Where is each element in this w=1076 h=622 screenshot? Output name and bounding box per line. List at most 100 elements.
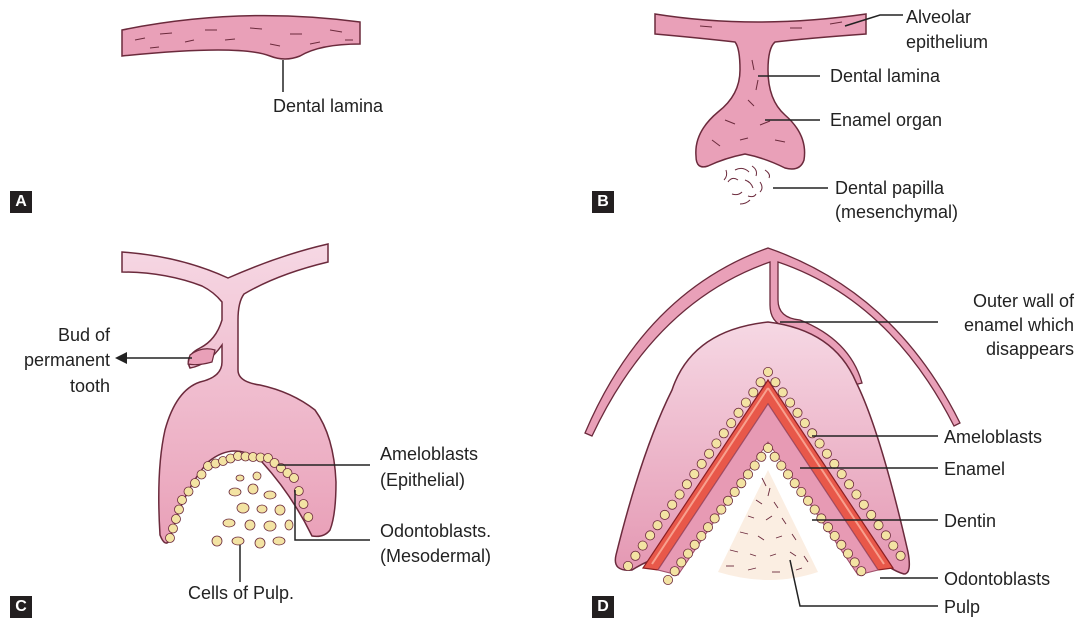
ameloblast-cell <box>896 551 905 560</box>
ameloblast-cell <box>191 479 200 488</box>
ameloblast-cell <box>859 500 868 509</box>
ameloblast-cell <box>727 419 736 428</box>
odontoblast-cell <box>857 567 866 576</box>
odontoblast-cell <box>743 470 752 479</box>
odontoblast-cell <box>757 452 766 461</box>
ameloblast-cell <box>705 449 714 458</box>
ameloblast-cell <box>881 531 890 540</box>
ameloblast-cell <box>815 439 824 448</box>
odontoblast-cell <box>770 452 779 461</box>
odontoblast-cell <box>803 496 812 505</box>
panel-letter-c: C <box>10 596 32 618</box>
ameloblast-cell <box>778 388 787 397</box>
ameloblast-cell <box>763 367 772 376</box>
label-b-papilla-1: Dental papilla <box>835 177 944 199</box>
ameloblast-cell <box>712 439 721 448</box>
label-c-odontoblasts-2: (Mesodermal) <box>380 545 491 567</box>
odontoblast-cell <box>837 540 846 549</box>
ameloblast-cell <box>623 561 632 570</box>
dental-papilla-b <box>724 166 770 204</box>
ameloblast-cell <box>786 398 795 407</box>
label-c-bud-1: Bud of <box>10 324 110 346</box>
label-c-pulp: Cells of Pulp. <box>188 582 294 604</box>
odontoblast-cell <box>703 523 712 532</box>
ameloblast-cell <box>290 474 299 483</box>
ameloblast-cell <box>299 500 308 509</box>
odontoblast-cell <box>670 567 679 576</box>
ameloblast-cell <box>675 490 684 499</box>
odontoblast-cell <box>830 531 839 540</box>
odontoblast-cell <box>750 461 759 470</box>
odontoblast-cell <box>663 575 672 584</box>
ameloblast-cell <box>660 510 669 519</box>
label-b-alveolar-2: epithelium <box>906 31 988 53</box>
ameloblast-cell <box>172 515 181 524</box>
label-b-papilla-2: (mesenchymal) <box>835 201 958 223</box>
ameloblast-cell <box>734 408 743 417</box>
label-d-odontoblasts: Odontoblasts <box>944 568 1050 590</box>
ameloblast-cell <box>830 459 839 468</box>
odontoblast-cell <box>690 540 699 549</box>
label-d-dentin: Dentin <box>944 510 996 532</box>
odontoblast-cell <box>710 514 719 523</box>
odontoblast-cell <box>677 558 686 567</box>
odontoblast-cell <box>790 479 799 488</box>
odontoblast-cell <box>717 505 726 514</box>
panel-d-drawing <box>585 248 960 606</box>
panel-letter-b: B <box>592 191 614 213</box>
label-c-odontoblasts-1: Odontoblasts. <box>380 520 491 542</box>
ameloblast-cell <box>845 480 854 489</box>
ameloblast-cell <box>822 449 831 458</box>
ameloblast-cell <box>175 505 184 514</box>
ameloblast-cell <box>184 487 193 496</box>
odontoblast-cell <box>683 549 692 558</box>
ameloblast-cell <box>749 388 758 397</box>
odontoblast-cell <box>783 470 792 479</box>
label-d-enamel: Enamel <box>944 458 1005 480</box>
ameloblast-cell <box>719 429 728 438</box>
label-c-ameloblasts-1: Ameloblasts <box>380 443 478 465</box>
odontoblast-cell <box>850 558 859 567</box>
ameloblast-cell <box>668 500 677 509</box>
label-d-ameloblasts: Ameloblasts <box>944 426 1042 448</box>
ameloblast-cell <box>178 496 187 505</box>
ameloblast-cell <box>793 408 802 417</box>
ameloblast-cell <box>197 470 206 479</box>
ameloblast-cell <box>756 378 765 387</box>
label-d-outer-1: Outer wall of <box>930 290 1074 312</box>
panel-letter-a: A <box>10 191 32 213</box>
odontoblast-cell <box>810 505 819 514</box>
ameloblast-cell <box>646 531 655 540</box>
panel-letter-d: D <box>592 596 614 618</box>
odontoblast-cell <box>843 549 852 558</box>
ameloblast-cell <box>771 378 780 387</box>
odontoblast-cell <box>817 514 826 523</box>
ameloblast-cell <box>852 490 861 499</box>
label-b-enamel-organ: Enamel organ <box>830 109 942 131</box>
ameloblast-cell <box>690 470 699 479</box>
ameloblast-cell <box>800 419 809 428</box>
ameloblast-cell <box>169 524 178 533</box>
enamel-organ-b <box>655 14 866 169</box>
odontoblast-cell <box>823 523 832 532</box>
label-d-outer-2: enamel which <box>930 314 1074 336</box>
ameloblast-cell <box>638 541 647 550</box>
panel-c-drawing <box>115 244 370 582</box>
odontoblast-cell <box>777 461 786 470</box>
ameloblast-cell <box>874 521 883 530</box>
label-a-dental-lamina: Dental lamina <box>273 95 383 117</box>
ameloblast-cell <box>631 551 640 560</box>
ameloblast-cell <box>867 510 876 519</box>
permanent-bud-c <box>188 349 215 365</box>
panel-a-drawing <box>122 16 360 92</box>
label-d-outer-3: disappears <box>930 338 1074 360</box>
label-c-bud-2: permanent <box>10 349 110 371</box>
oral-epithelium-a <box>122 16 360 59</box>
label-c-ameloblasts-2: (Epithelial) <box>380 469 465 491</box>
ameloblast-cell <box>166 534 175 543</box>
ameloblast-cell <box>682 480 691 489</box>
odontoblast-cell <box>763 443 772 452</box>
label-c-bud-3: tooth <box>10 375 110 397</box>
